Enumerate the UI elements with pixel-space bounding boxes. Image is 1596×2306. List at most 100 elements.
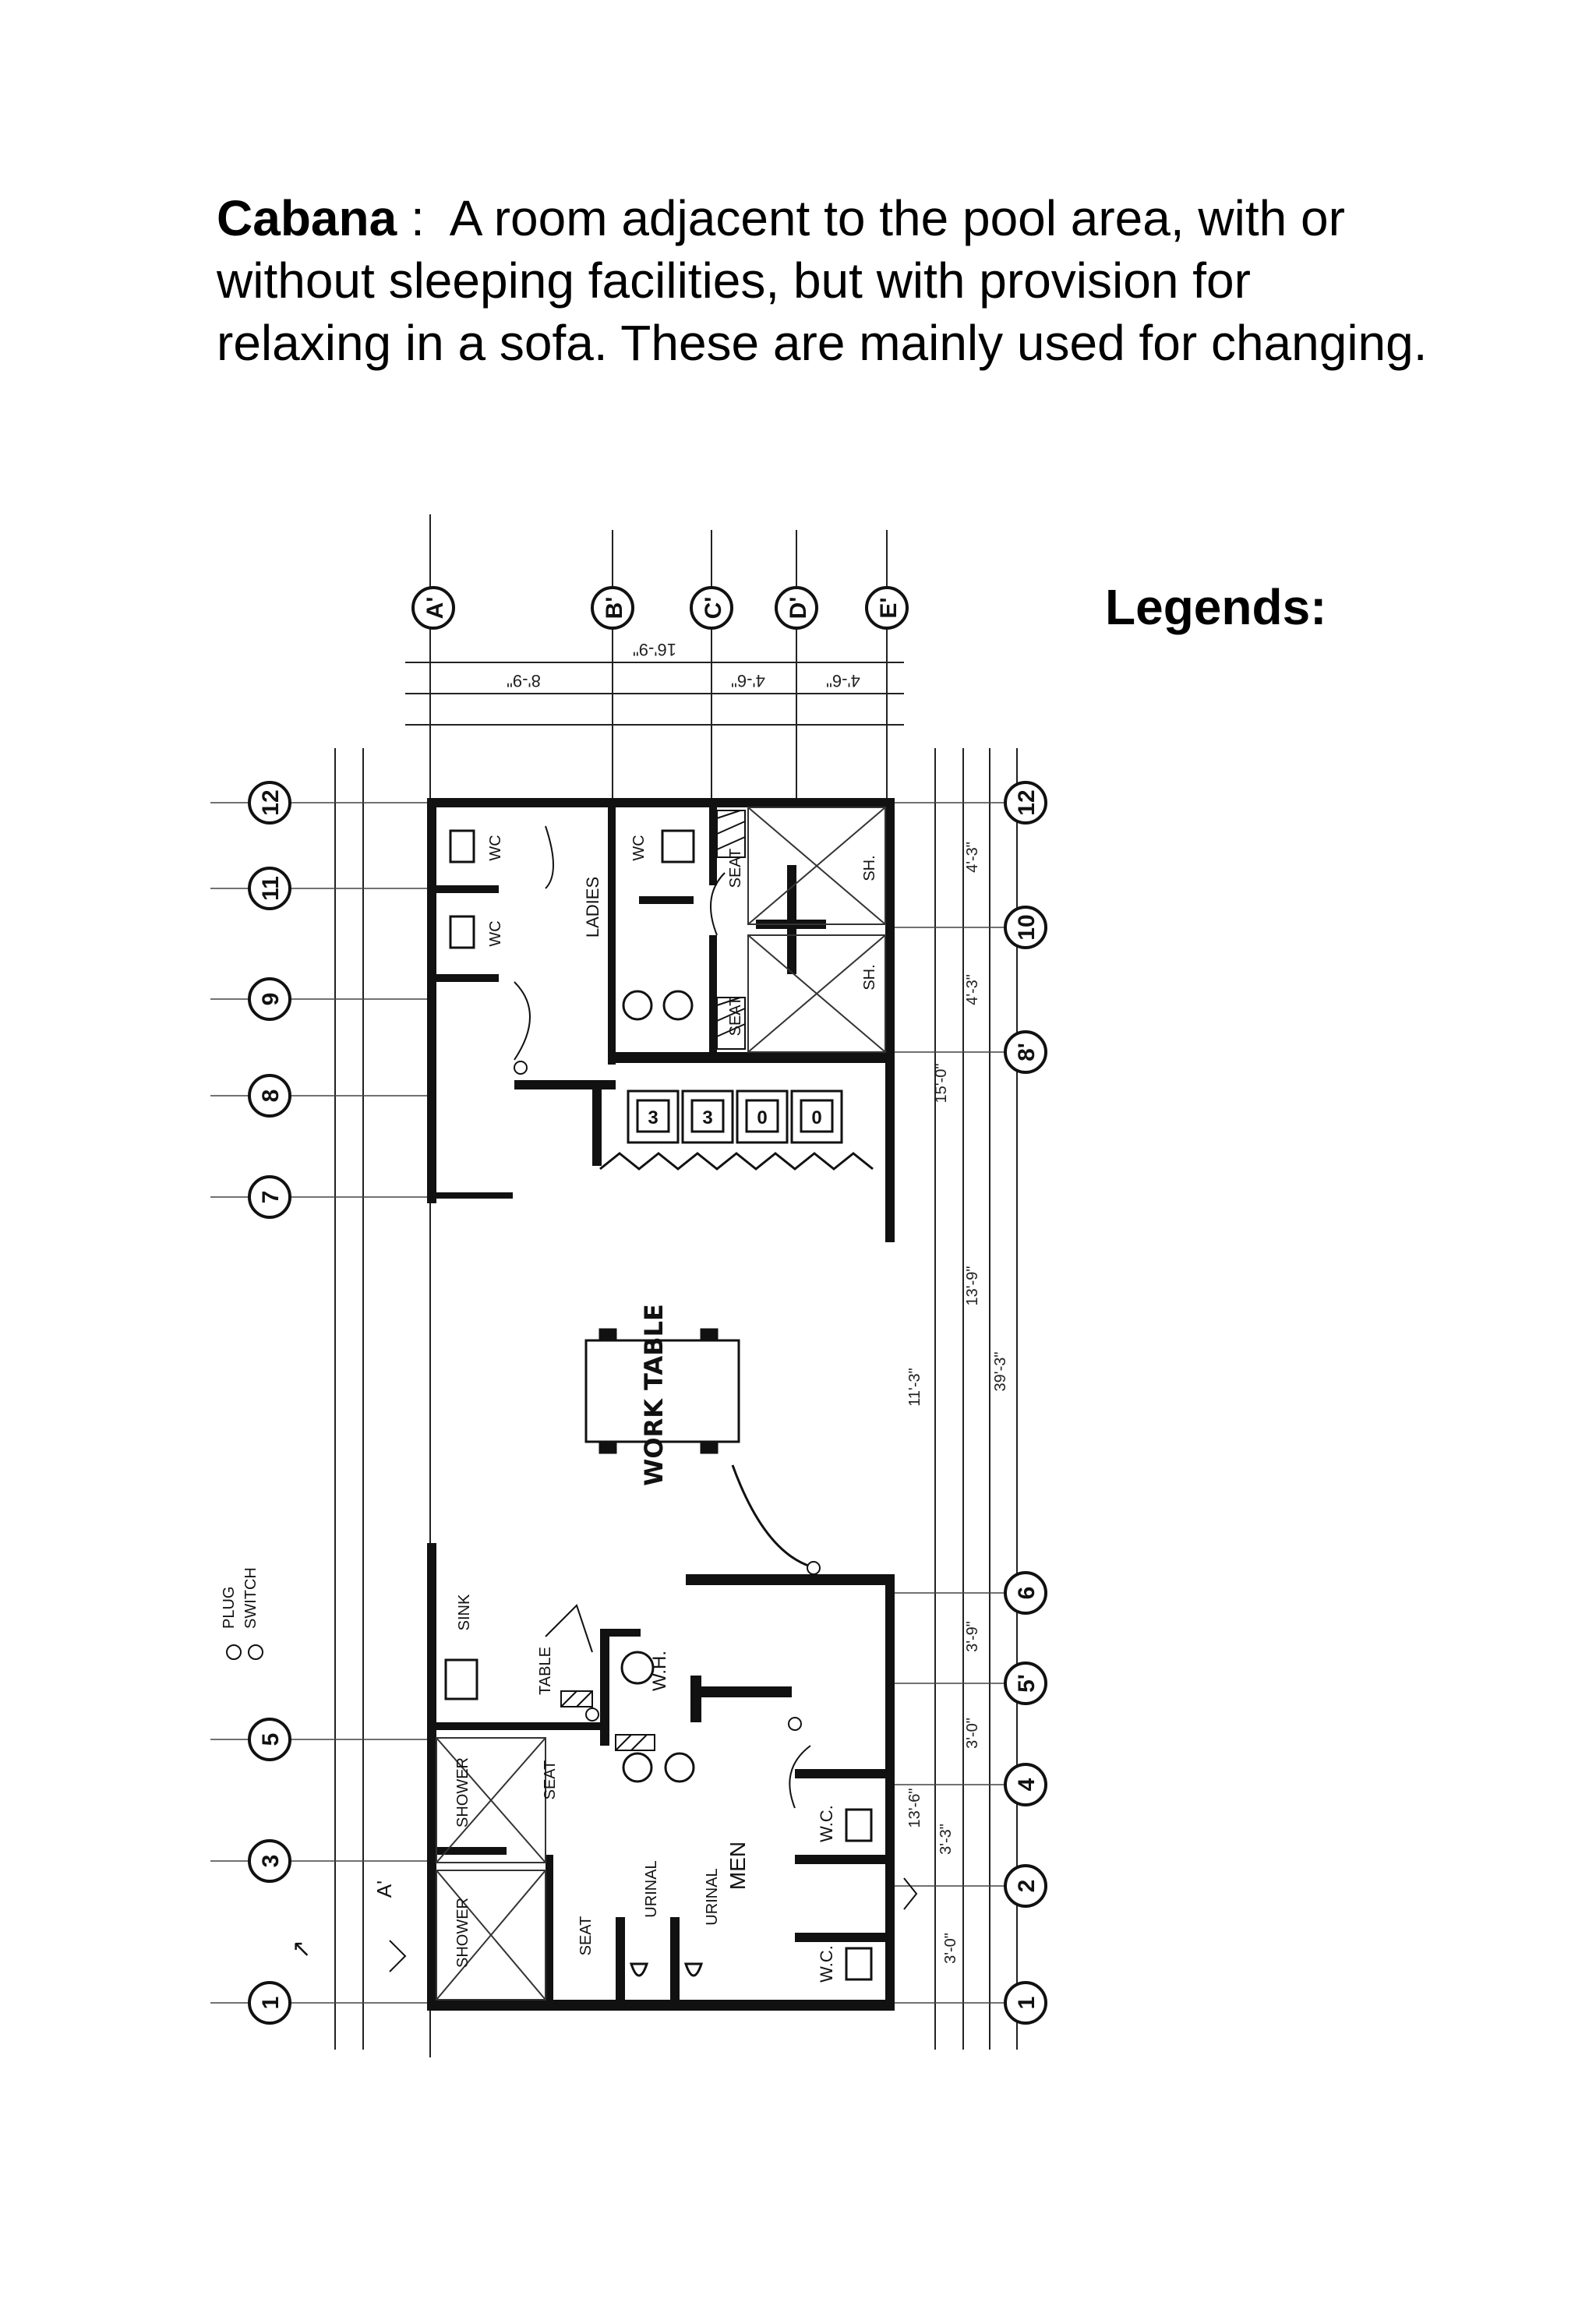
grid-bubble-9-left: 9 [248, 977, 291, 1021]
svg-text:B': B' [602, 597, 627, 620]
ladies-wc-fixtures [449, 829, 695, 1021]
dim-right-11: 3'-0" [942, 1933, 959, 1964]
grid-bubble-e: E' [865, 586, 909, 630]
seat-label-4: SEAT [577, 1916, 595, 1956]
room-labels: WC WC WC LADIES SEAT SEAT SH. SH. SINK T… [454, 835, 878, 1983]
plug-switch-legend: PLUG SWITCH [221, 1567, 263, 1660]
men-showers [436, 1737, 546, 2001]
dim-right-6: 11'-3" [906, 1368, 923, 1406]
ladies-showers [747, 807, 886, 1053]
svg-text:D': D' [786, 597, 811, 620]
locker-label-1: 3 [648, 1107, 658, 1128]
dim-top-4: 4'-6" [826, 671, 860, 690]
svg-text:2: 2 [1014, 1880, 1040, 1893]
work-table-label: WORK TABLE [639, 1304, 669, 1486]
dim-top-2: 16'-9" [633, 640, 676, 659]
grid-bubble-8-right: 8' [1004, 1030, 1047, 1074]
plug-symbols [514, 1061, 821, 1731]
cabana-definition: Cabana : A room adjacent to the pool are… [217, 187, 1432, 374]
wc-label-men-2: W.C. [817, 1945, 836, 1983]
ladies-label: LADIES [583, 877, 602, 938]
table-label: TABLE [537, 1647, 554, 1695]
grid-bubble-c: C' [690, 586, 733, 630]
grid-bubble-b: B' [591, 586, 634, 630]
svg-text:5': 5' [1014, 1674, 1040, 1693]
left-grid-bubbles: 12 11 9 8 7 5 3 1 [248, 781, 291, 2025]
dim-top-1: 8'-9" [507, 671, 541, 690]
definition-text: A room adjacent to the pool area, with o… [217, 190, 1428, 371]
urinal-label-1: URINAL [643, 1860, 660, 1917]
lockers [627, 1089, 843, 1144]
dim-top-3: 4'-6" [731, 671, 765, 690]
svg-text:11: 11 [258, 876, 284, 901]
dim-right-2: 4'-3" [964, 974, 981, 1005]
sink-label: SINK [456, 1594, 473, 1630]
svg-text:8': 8' [1014, 1043, 1040, 1061]
hatched-walls [560, 810, 746, 1751]
grid-bubble-d: D' [775, 586, 818, 630]
curtain-zigzag [599, 1152, 874, 1171]
svg-text:1: 1 [1014, 1997, 1040, 2010]
switch-label: SWITCH [242, 1567, 260, 1629]
svg-text:4: 4 [1014, 1778, 1040, 1791]
urinal-label-2: URINAL [704, 1868, 721, 1925]
cabana-term: Cabana [217, 190, 397, 246]
svg-text:E': E' [876, 597, 902, 618]
plug-label: PLUG [221, 1587, 238, 1629]
svg-text:12: 12 [1014, 789, 1040, 815]
grid-bubble-1-right: 1 [1004, 1981, 1047, 2025]
top-dimensions: 8'-9" 16'-9" 4'-6" 4'-6" [507, 640, 860, 690]
locker-label-2: 3 [702, 1107, 712, 1128]
grid-bubble-6-right: 6 [1004, 1571, 1047, 1615]
sh-label-1: SH. [861, 855, 878, 881]
svg-text:3: 3 [258, 1855, 284, 1868]
locker-label-4: 0 [811, 1107, 821, 1128]
locker-labels: 3 3 0 0 [648, 1107, 821, 1128]
north-arrow: ↗ [288, 1940, 314, 1959]
dim-right-7: 3'-9" [964, 1621, 981, 1652]
dim-right-5: 39'-3" [992, 1352, 1009, 1392]
svg-text:12: 12 [258, 789, 284, 815]
top-grid-bubbles: A' B' C' D' E' [411, 586, 909, 630]
wc-label-1: WC [487, 835, 504, 860]
seat-label-2: SEAT [727, 997, 744, 1036]
section-mark-label: A' [373, 1880, 396, 1898]
grid-bubble-3-left: 3 [248, 1839, 291, 1883]
dim-right-4: 13'-9" [964, 1266, 981, 1306]
svg-text:10: 10 [1014, 914, 1040, 940]
locker-label-3: 0 [757, 1107, 767, 1128]
men-label: MEN [726, 1842, 750, 1890]
wc-label-men-1: W.C. [817, 1805, 836, 1842]
ladies-walls [436, 807, 895, 1177]
work-table [584, 1328, 811, 1568]
svg-text:C': C' [701, 597, 726, 620]
dim-right-3: 15'-0" [933, 1064, 950, 1104]
wc-label-2: WC [487, 920, 504, 946]
men-fixtures [444, 1651, 873, 1981]
grid-bubble-11-left: 11 [248, 867, 291, 910]
grid-bubble-a: A' [411, 586, 455, 630]
svg-text:6: 6 [1014, 1587, 1040, 1600]
seat-label-3: SEAT [542, 1760, 559, 1800]
svg-text:8: 8 [258, 1089, 284, 1103]
grid-bubble-2-right: 2 [1004, 1864, 1047, 1908]
definition-separator: : [397, 190, 450, 246]
section-marks [389, 1877, 918, 1972]
grid-bubble-5-right: 5' [1004, 1662, 1047, 1705]
grid-bubble-5-left: 5 [248, 1718, 291, 1761]
right-dimensions: 4'-3" 4'-3" 15'-0" 13'-9" 39'-3" 11'-3" … [906, 842, 1009, 1964]
grid-bubble-8-left: 8 [248, 1074, 291, 1118]
grid-bubble-12-left: 12 [248, 781, 291, 825]
dim-right-8: 3'-0" [964, 1718, 981, 1749]
grid-bubble-4-right: 4 [1004, 1763, 1047, 1806]
seat-label-1: SEAT [727, 849, 744, 888]
wc-label-3: WC [630, 835, 648, 860]
dim-right-9: 13'-6" [906, 1789, 923, 1828]
grid-bubble-7-left: 7 [248, 1175, 291, 1219]
svg-text:9: 9 [258, 993, 284, 1006]
dim-right-1: 4'-3" [964, 842, 981, 873]
grid-bubble-1-left: 1 [248, 1981, 291, 2025]
men-walls [436, 1574, 885, 2003]
right-grid-bubbles: 12 10 8' 6 5' 4 2 1 [1004, 781, 1047, 2025]
